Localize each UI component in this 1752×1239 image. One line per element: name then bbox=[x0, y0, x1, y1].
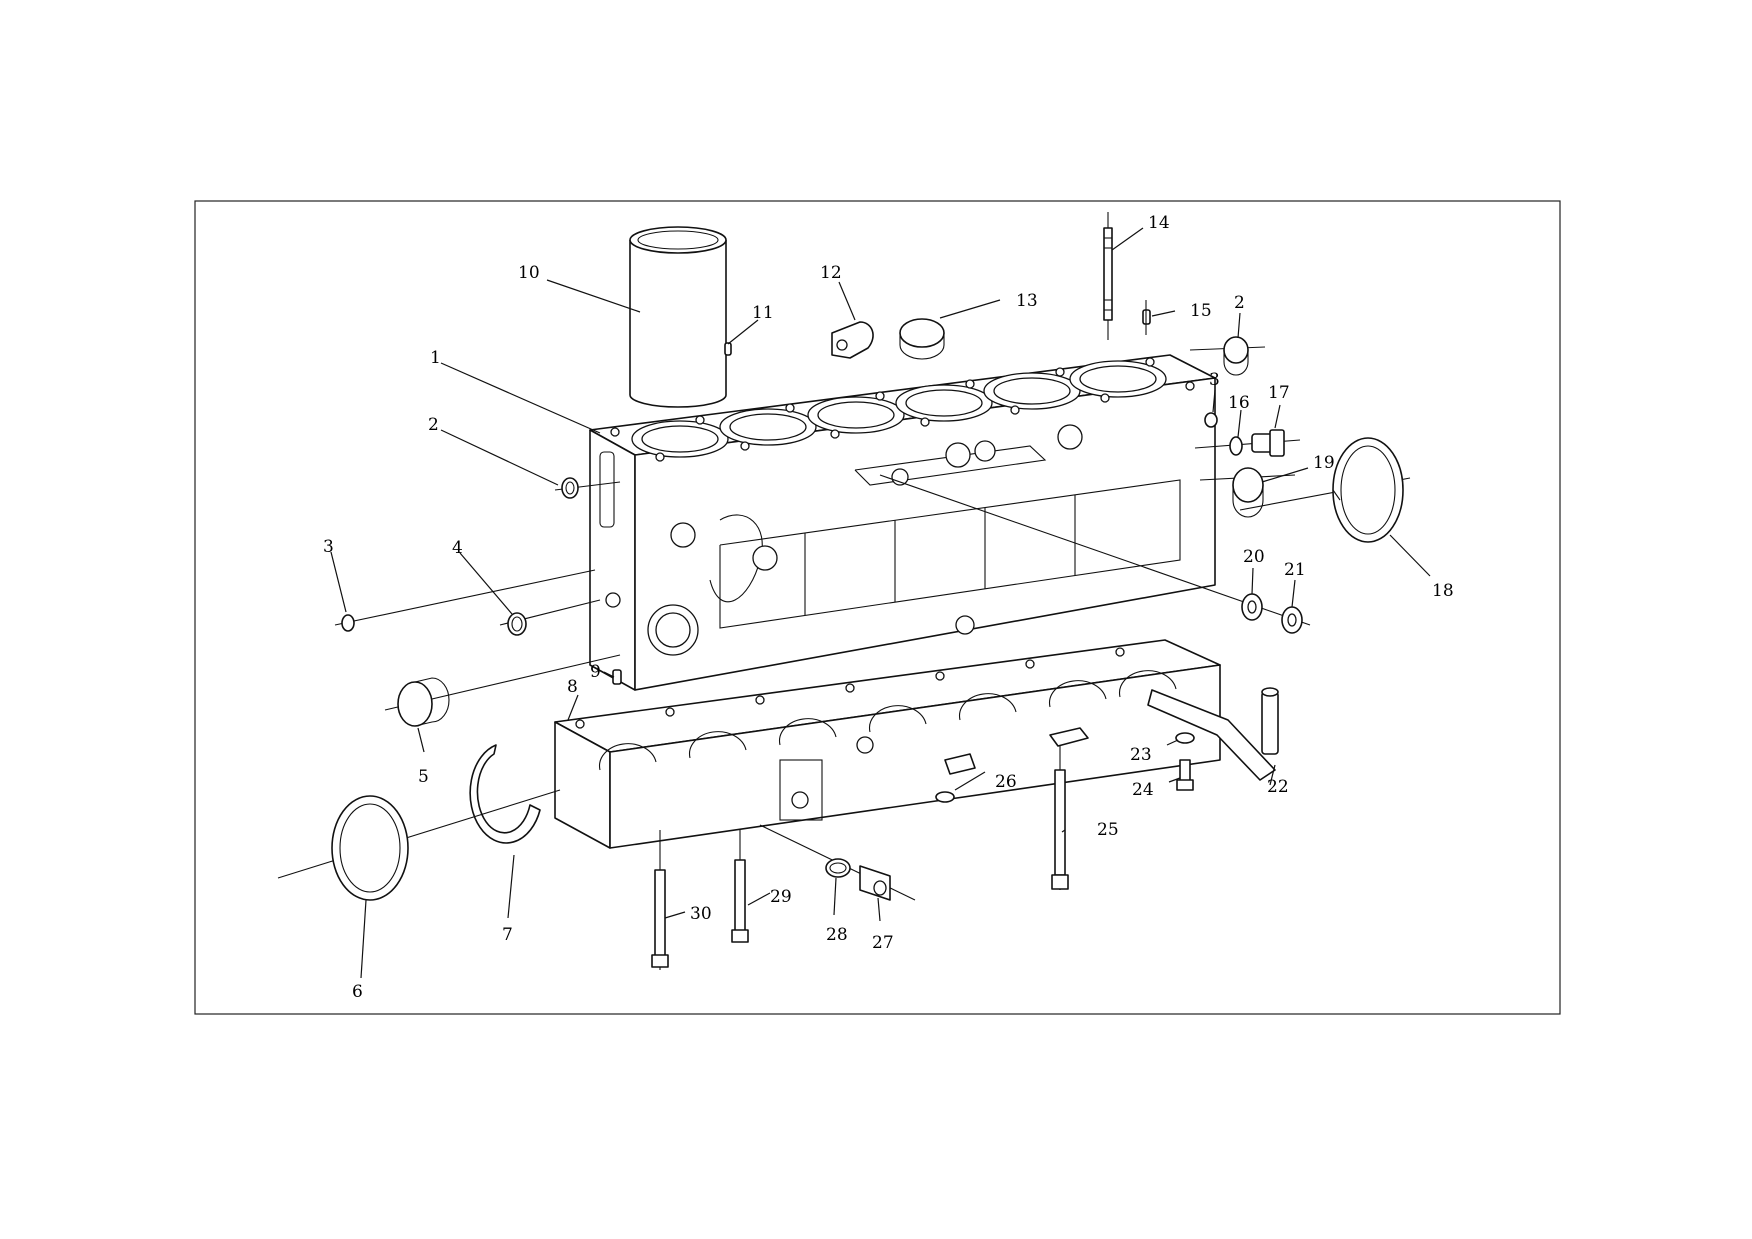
camshaft-bushing-5 bbox=[384, 654, 621, 727]
callout-1: 1 bbox=[430, 348, 441, 368]
bedplate-bolt-holes bbox=[575, 647, 1125, 809]
elbow-pipe-22 bbox=[1147, 687, 1279, 781]
callout-7: 7 bbox=[502, 925, 513, 945]
plug-2-right bbox=[1189, 336, 1266, 376]
dowel-pin bbox=[724, 342, 732, 356]
callout-13: 13 bbox=[1016, 291, 1038, 311]
core-plug-large bbox=[899, 318, 945, 360]
callout-28: 28 bbox=[826, 925, 848, 945]
cylinder-bores bbox=[631, 360, 1167, 458]
threaded-plug-17 bbox=[1251, 429, 1285, 457]
plug-2-left bbox=[554, 477, 621, 499]
cylinder-head-stud bbox=[1103, 212, 1113, 340]
washer-21 bbox=[1281, 606, 1303, 634]
plug-3-left bbox=[334, 569, 596, 632]
callout-26: 26 bbox=[995, 772, 1017, 792]
locking-tab-26 bbox=[935, 753, 976, 803]
plug-3-right bbox=[1204, 412, 1218, 428]
callout-8: 8 bbox=[567, 677, 578, 697]
washer-20 bbox=[879, 474, 1311, 626]
sleeve-4 bbox=[499, 599, 601, 636]
callout-2-left: 2 bbox=[428, 415, 439, 435]
deck-bolt-holes bbox=[610, 357, 1195, 462]
callout-18: 18 bbox=[1432, 581, 1454, 601]
small-dowel-9 bbox=[612, 669, 622, 685]
diagram-frame bbox=[194, 200, 1561, 1015]
callout-15: 15 bbox=[1190, 301, 1212, 321]
callout-6: 6 bbox=[352, 982, 363, 1002]
bolt-30 bbox=[651, 830, 669, 970]
small-dowel bbox=[1142, 300, 1151, 335]
oil-seal-18 bbox=[1239, 437, 1411, 543]
elbow-flange bbox=[831, 321, 874, 359]
callout-5: 5 bbox=[418, 767, 429, 787]
seal-ring-28 bbox=[825, 858, 851, 878]
callout-20: 20 bbox=[1243, 547, 1265, 567]
callout-14: 14 bbox=[1148, 213, 1170, 233]
crankcase-bedplate bbox=[554, 639, 1221, 849]
main-bearing-saddles bbox=[599, 670, 1177, 771]
thrust-washer-7 bbox=[469, 744, 541, 844]
callout-16: 16 bbox=[1228, 393, 1250, 413]
bolt-29 bbox=[731, 830, 749, 943]
block-front-details bbox=[599, 451, 778, 656]
bedplate-boss bbox=[779, 759, 823, 821]
callout-labels: 1 2 2 3 3 4 5 6 7 8 9 10 11 12 13 14 15 … bbox=[323, 213, 1454, 1002]
callout-2-right: 2 bbox=[1234, 293, 1245, 313]
callout-12: 12 bbox=[820, 263, 842, 283]
callout-4: 4 bbox=[452, 538, 463, 558]
cylinder-liner bbox=[629, 226, 727, 408]
callout-30: 30 bbox=[690, 904, 712, 924]
callout-3-left: 3 bbox=[323, 537, 334, 557]
cylinder-block bbox=[589, 354, 1216, 691]
callout-11: 11 bbox=[752, 303, 774, 323]
callout-19: 19 bbox=[1313, 453, 1335, 473]
callout-9: 9 bbox=[590, 662, 601, 682]
callout-25: 25 bbox=[1097, 820, 1119, 840]
core-plug-19 bbox=[1199, 467, 1296, 518]
callout-21: 21 bbox=[1284, 560, 1306, 580]
block-side-details bbox=[719, 424, 1181, 635]
main-bearing-bolt-25 bbox=[1049, 727, 1089, 890]
callout-23: 23 bbox=[1130, 745, 1152, 765]
callout-3-right: 3 bbox=[1209, 370, 1220, 390]
callout-29: 29 bbox=[770, 887, 792, 907]
callout-27: 27 bbox=[872, 933, 894, 953]
washer-23 bbox=[1175, 732, 1195, 744]
bolt-24 bbox=[1176, 759, 1194, 791]
callout-24: 24 bbox=[1132, 780, 1154, 800]
callout-17: 17 bbox=[1268, 383, 1290, 403]
leader-lines bbox=[330, 227, 1431, 979]
callout-22: 22 bbox=[1267, 777, 1289, 797]
main-bearing-6 bbox=[277, 789, 561, 901]
callout-10: 10 bbox=[518, 263, 540, 283]
